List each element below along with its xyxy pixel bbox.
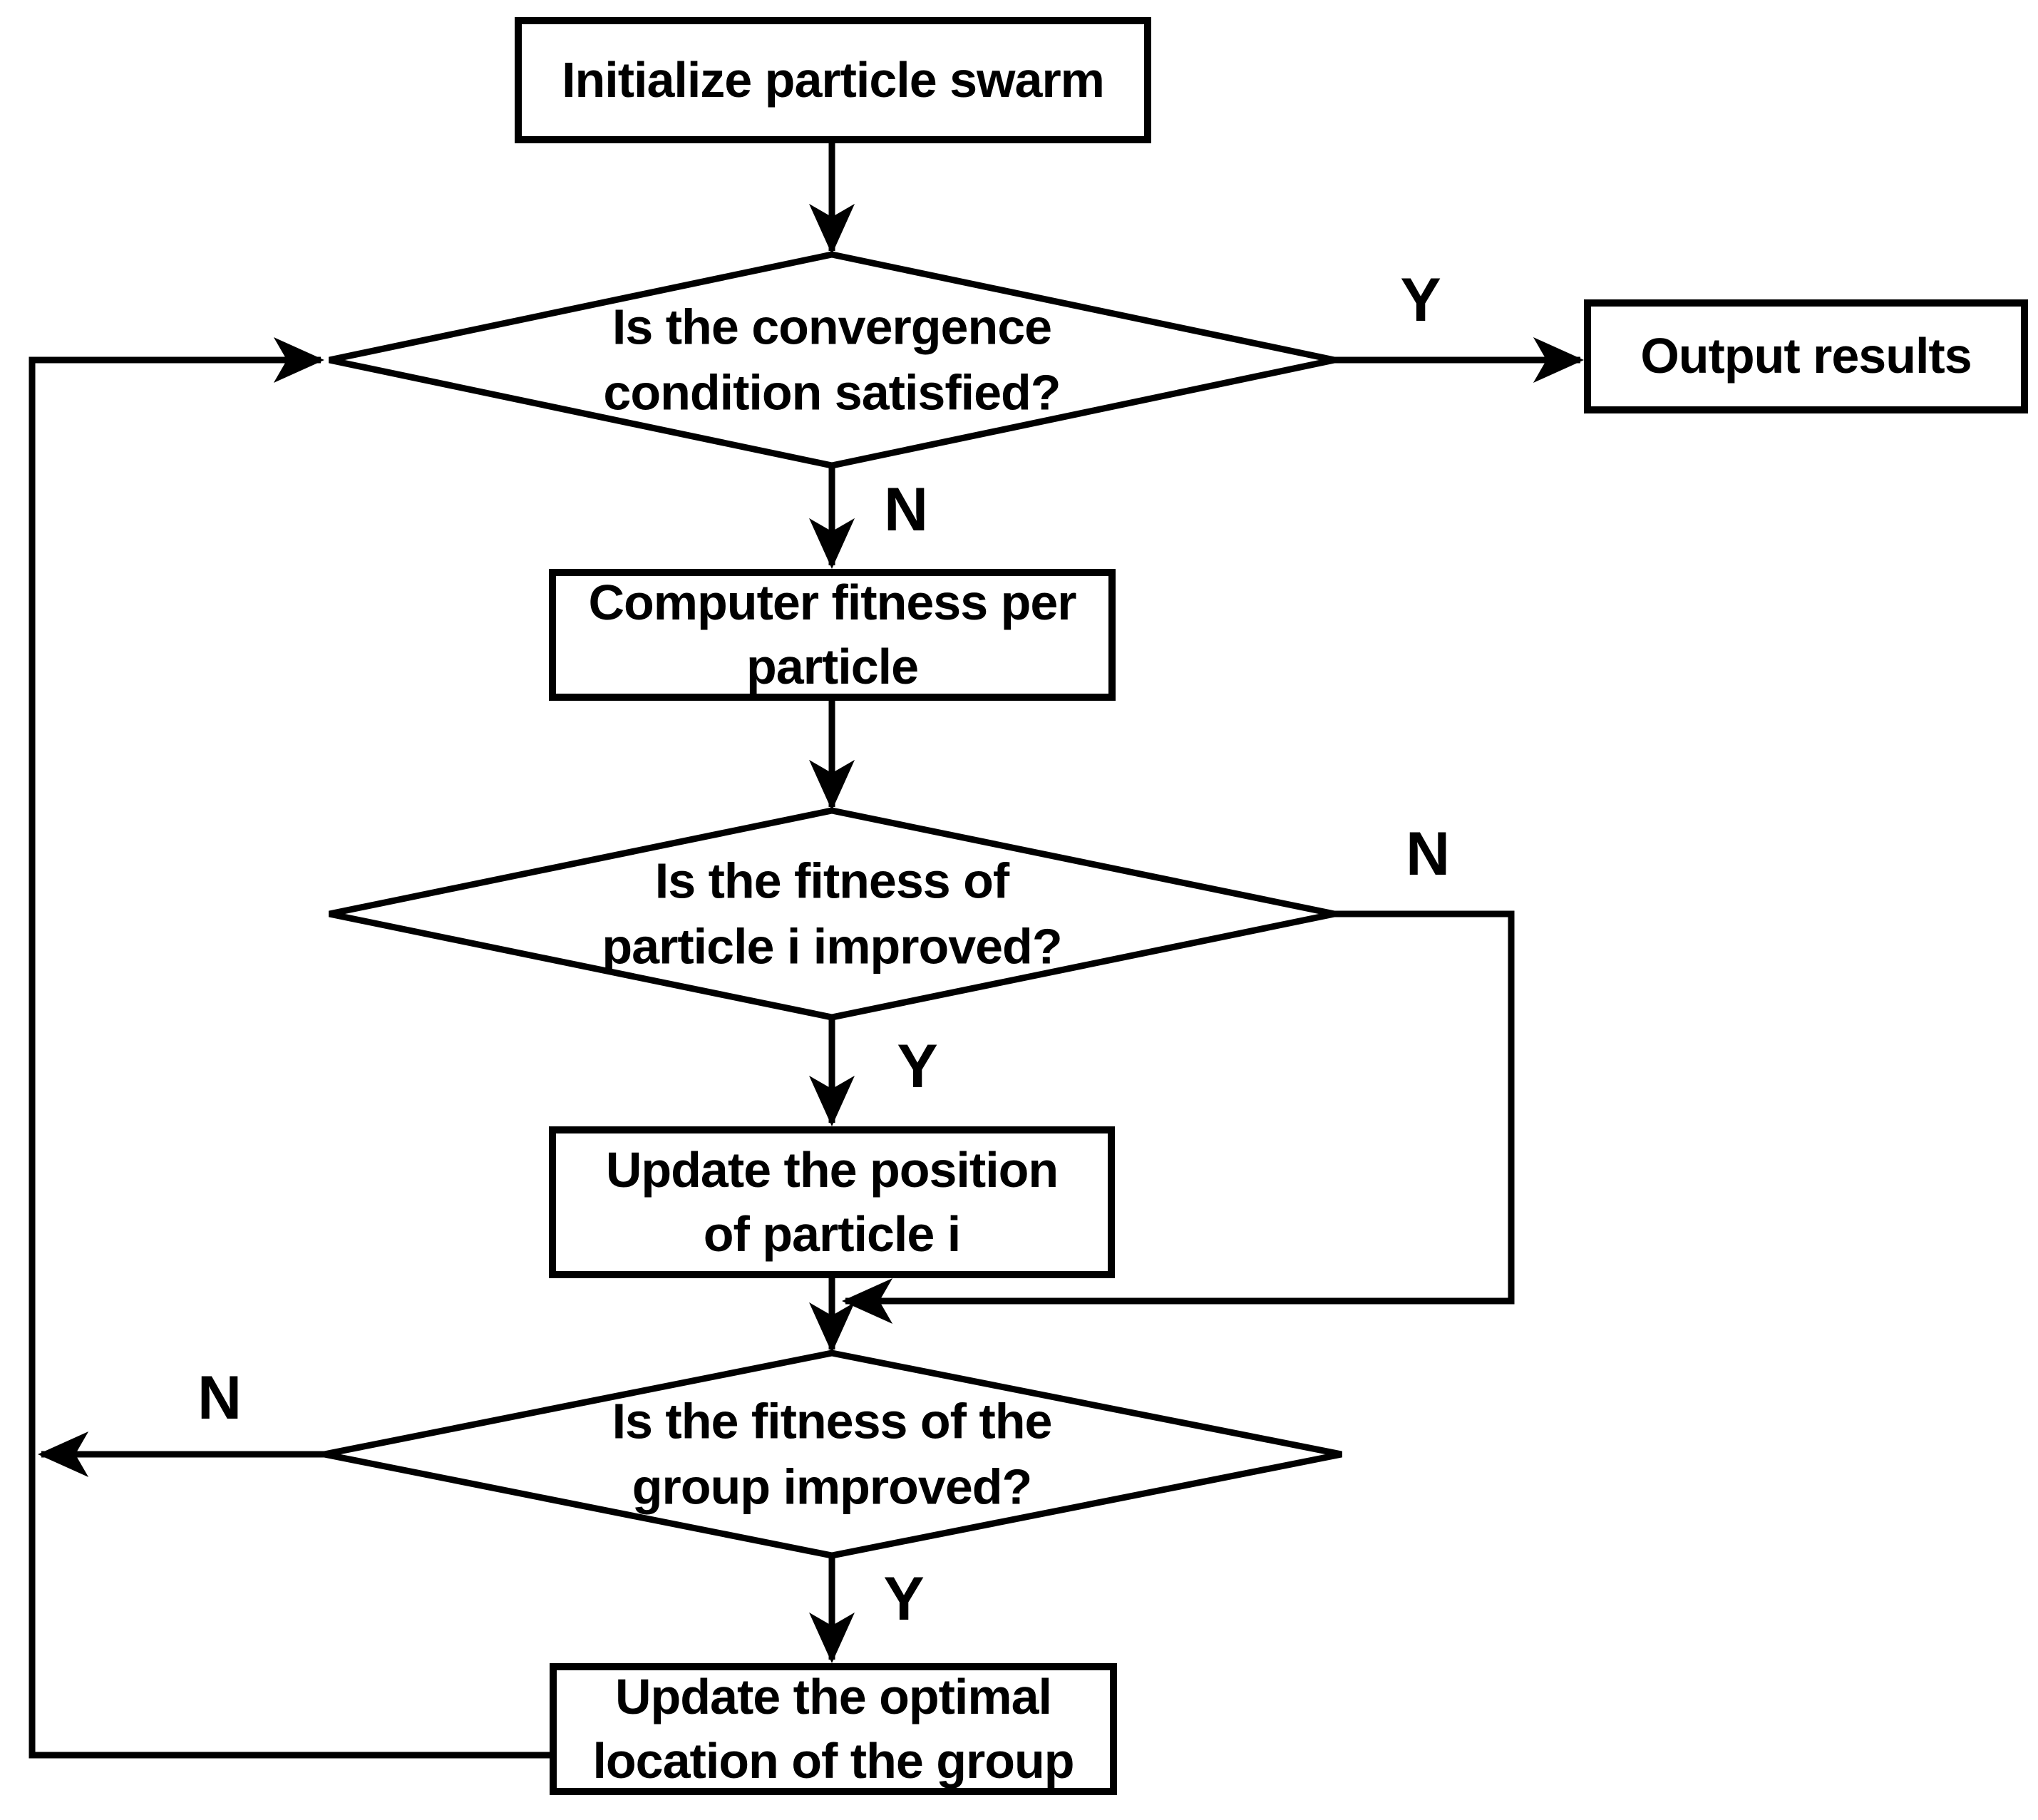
decision-convergence-shape — [329, 251, 1335, 469]
branch-label-particle-yes: Y — [897, 1032, 938, 1101]
decision-particle-shape — [329, 807, 1335, 1021]
decision-convergence-label: Is the convergence condition satisfied? — [603, 299, 1061, 421]
node-update-position: Update the position of particle i — [549, 1126, 1115, 1278]
branch-label-group-no: N — [197, 1364, 242, 1432]
node-initialize-swarm: Initialize particle swarm — [515, 17, 1151, 143]
decision-particle-label: Is the fitness of particle i improved? — [602, 853, 1062, 975]
node-compute-fitness: Computer fitness per particle — [549, 569, 1116, 701]
branch-label-convergence-yes: Y — [1400, 266, 1441, 334]
node-output-results: Output results — [1584, 299, 2028, 413]
decision-group-label: Is the fitness of the group improved? — [612, 1393, 1053, 1515]
node-update-optimal-location: Update the optimal location of the group — [550, 1663, 1117, 1795]
branch-label-group-yes: Y — [883, 1565, 925, 1633]
edge-particle-no — [842, 910, 1515, 1324]
branch-label-particle-no: N — [1405, 820, 1451, 888]
branch-label-convergence-no: N — [883, 475, 929, 544]
decision-group-shape — [324, 1349, 1342, 1559]
edge-loop-back — [29, 337, 550, 1759]
